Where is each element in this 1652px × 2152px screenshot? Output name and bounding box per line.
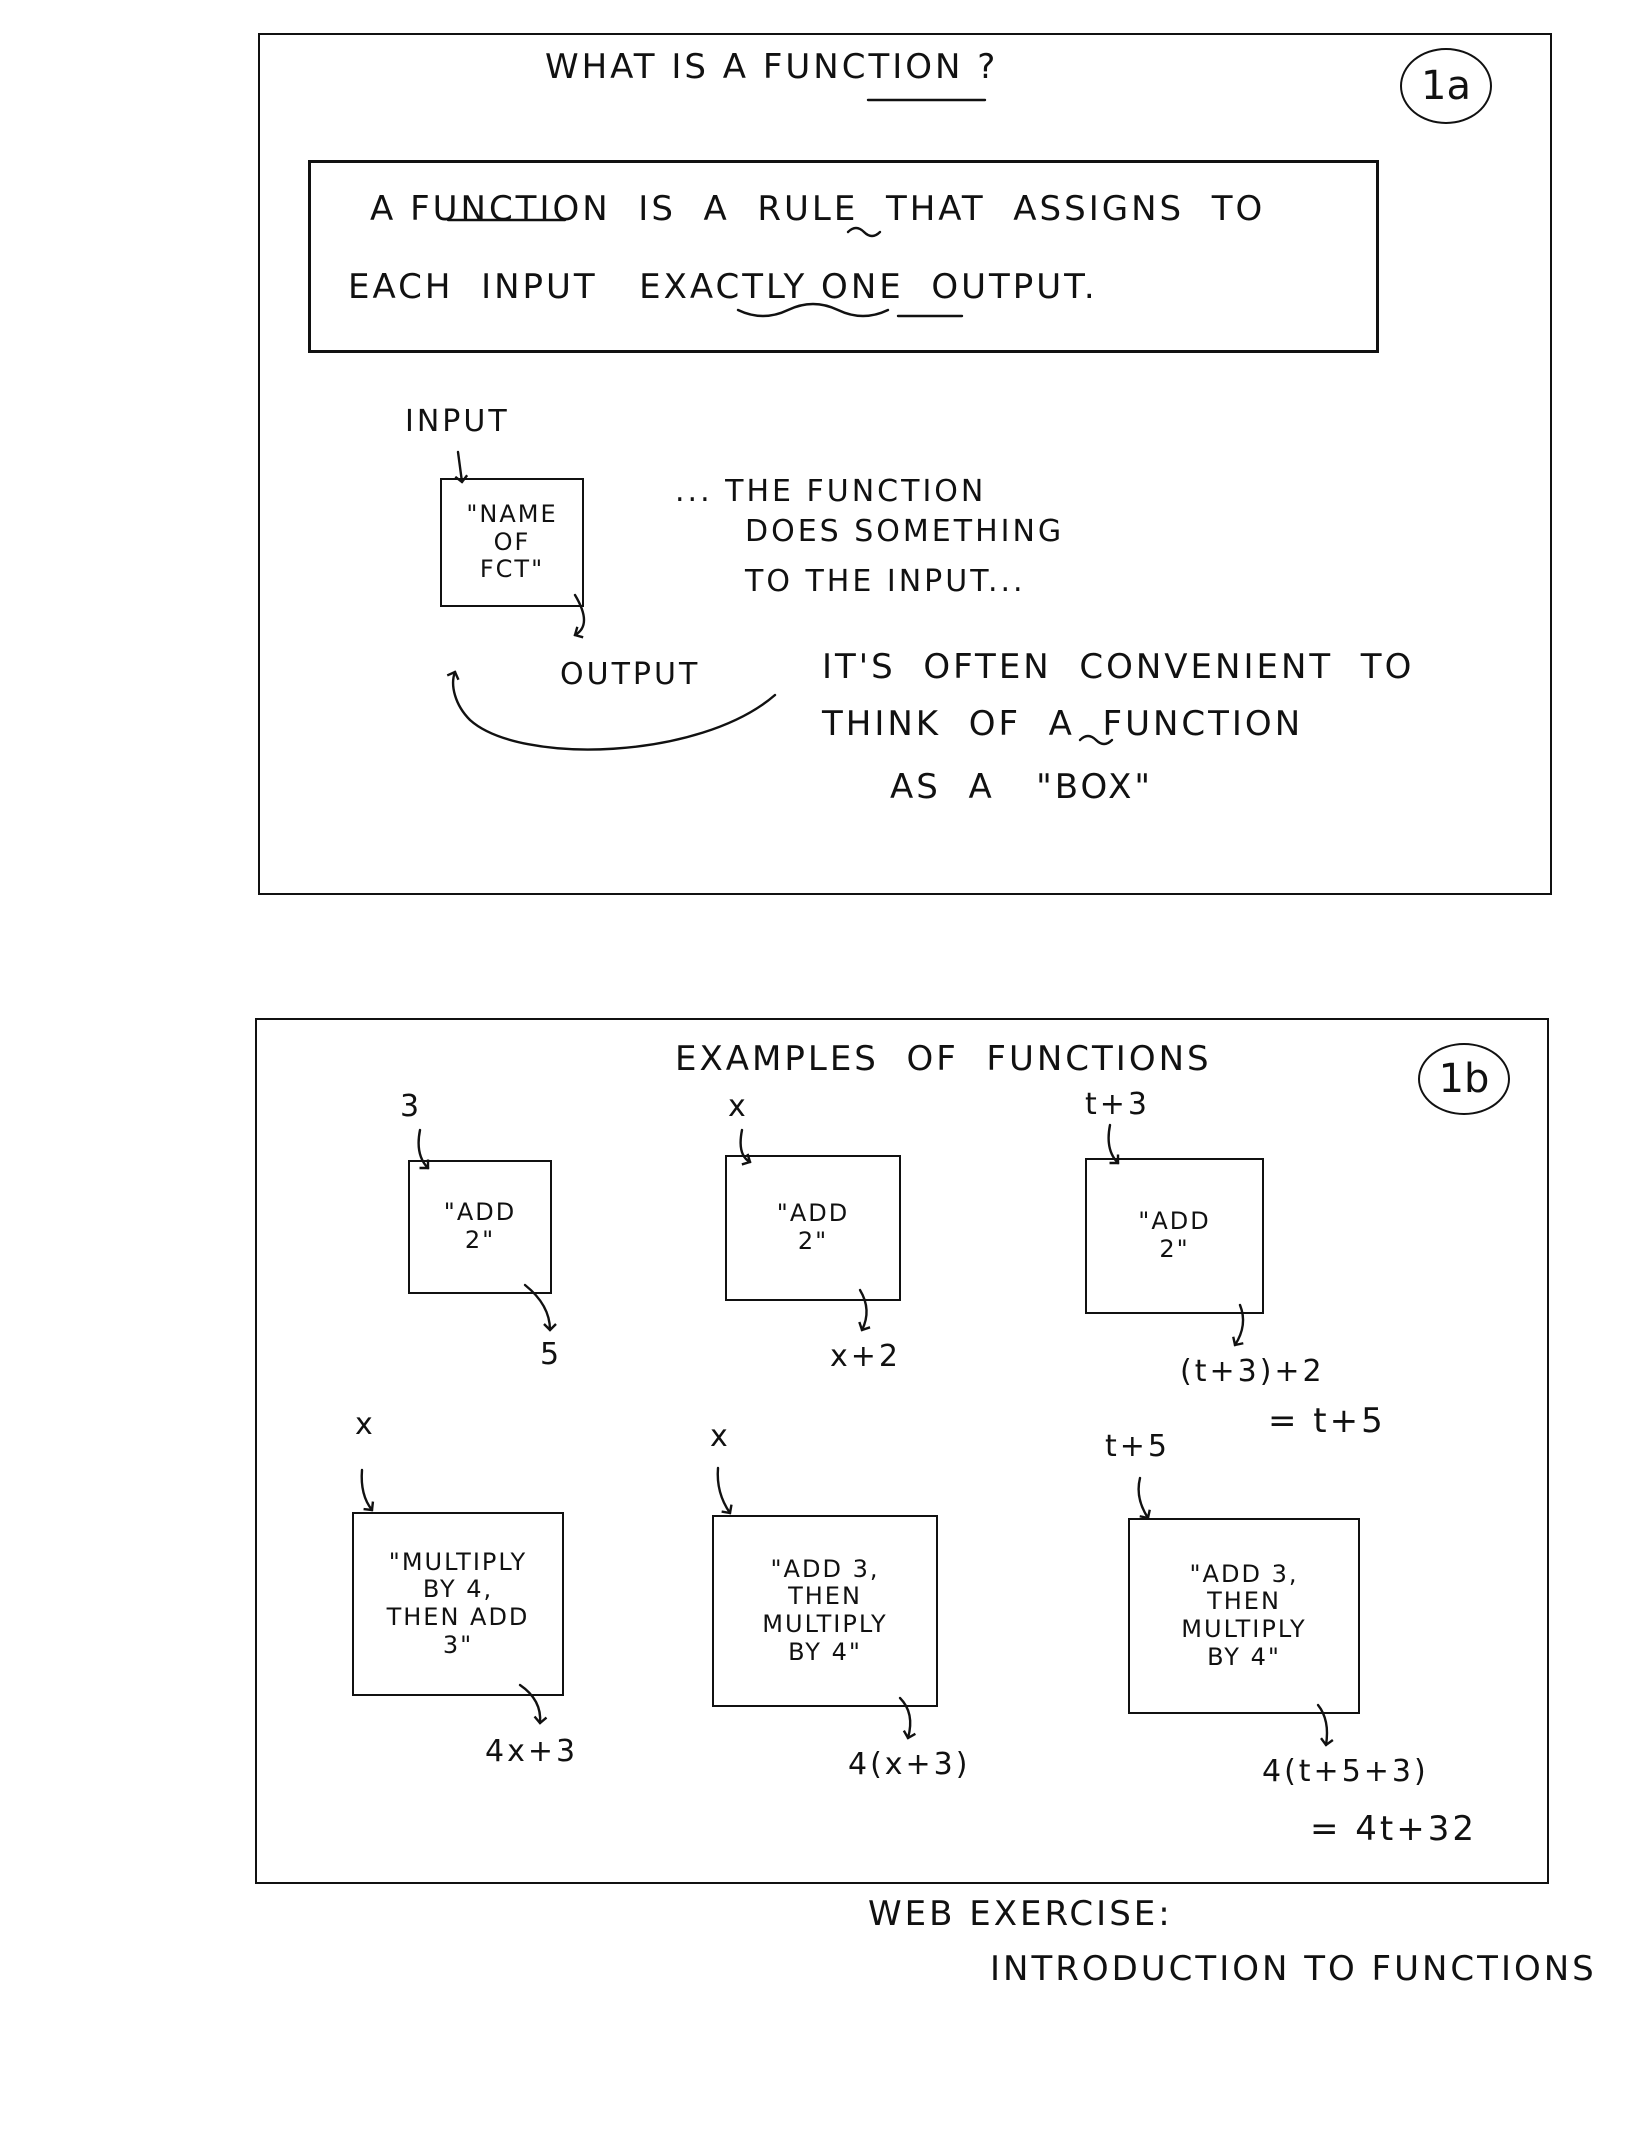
example-2-input: x xyxy=(728,1089,749,1124)
footer-line-2: INTRODUCTION TO FUNCTIONS xyxy=(990,1949,1597,1989)
panel-1a-badge: 1a xyxy=(1400,48,1492,124)
panel-1a-title: WHAT IS A FUNCTION ? xyxy=(545,47,999,87)
definition-line-1: A FUNCTION IS A RULE THAT ASSIGNS TO xyxy=(370,189,1266,229)
input-arrow xyxy=(454,450,469,484)
box-note-line-1: IT'S OFTEN CONVENIENT TO xyxy=(822,647,1415,687)
panel-1b-title: EXAMPLES OF FUNCTIONS xyxy=(675,1039,1212,1079)
box-note-line-2: THINK OF A FUNCTION xyxy=(822,704,1304,744)
definition-box xyxy=(308,160,1379,353)
example-5-rule: "ADD 3, THEN MULTIPLY BY 4" xyxy=(762,1554,888,1666)
note-line-3: TO THE INPUT... xyxy=(745,564,1026,599)
note-line-1: ... THE FUNCTION xyxy=(675,474,987,509)
rule-tilde xyxy=(846,226,882,238)
example-3-input: t+3 xyxy=(1085,1087,1150,1122)
function-box: "NAME OF FCT" xyxy=(440,478,584,607)
example-6-output: 4(t+5+3) xyxy=(1262,1754,1429,1789)
definition-line-2: EACH INPUT EXACTLY ONE OUTPUT. xyxy=(348,267,1098,307)
example-4-box: "MULTIPLY BY 4, THEN ADD 3" xyxy=(352,1512,564,1696)
panel-what-is-a-function xyxy=(258,33,1552,895)
example-1-box: "ADD 2" xyxy=(408,1160,552,1294)
example-5-input: x xyxy=(710,1419,731,1454)
example-4-input: x xyxy=(355,1407,376,1442)
example-3-output-simplified: = t+5 xyxy=(1268,1401,1386,1441)
example-1-input: 3 xyxy=(400,1089,423,1124)
example-6-rule: "ADD 3, THEN MULTIPLY BY 4" xyxy=(1181,1559,1307,1671)
example-4-output: 4x+3 xyxy=(485,1734,579,1769)
panel-1b-badge: 1b xyxy=(1418,1043,1510,1115)
example-2-rule: "ADD 2" xyxy=(776,1199,850,1255)
panel-examples-of-functions xyxy=(255,1018,1549,1884)
example-4-rule: "MULTIPLY BY 4, THEN ADD 3" xyxy=(386,1547,530,1659)
example-3-box: "ADD 2" xyxy=(1085,1158,1264,1314)
example-2-output: x+2 xyxy=(830,1339,901,1374)
input-label: INPUT xyxy=(405,404,510,439)
example-1-output: 5 xyxy=(540,1337,563,1372)
box-note-line-3: AS A "BOX" xyxy=(890,767,1154,807)
feedback-curve-arrow xyxy=(446,670,777,751)
exactly-wavy-underline xyxy=(736,302,890,318)
example-1-rule: "ADD 2" xyxy=(443,1198,517,1254)
function-box-label: "NAME OF FCT" xyxy=(466,500,558,584)
example-3-output: (t+3)+2 xyxy=(1180,1354,1325,1389)
example-6-box: "ADD 3, THEN MULTIPLY BY 4" xyxy=(1128,1518,1360,1714)
example-3-rule: "ADD 2" xyxy=(1138,1207,1211,1263)
function-note-underline xyxy=(1078,734,1114,746)
example-6-output-simplified: = 4t+32 xyxy=(1310,1809,1478,1849)
example-6-input: t+5 xyxy=(1105,1429,1170,1464)
note-line-2: DOES SOMETHING xyxy=(745,514,1065,549)
example-5-output: 4(x+3) xyxy=(848,1747,971,1782)
output-label: OUTPUT xyxy=(560,657,701,692)
example-5-box: "ADD 3, THEN MULTIPLY BY 4" xyxy=(712,1515,938,1707)
output-arrow xyxy=(573,593,586,639)
footer-line-1: WEB EXERCISE: xyxy=(868,1894,1173,1934)
example-2-box: "ADD 2" xyxy=(725,1155,901,1301)
